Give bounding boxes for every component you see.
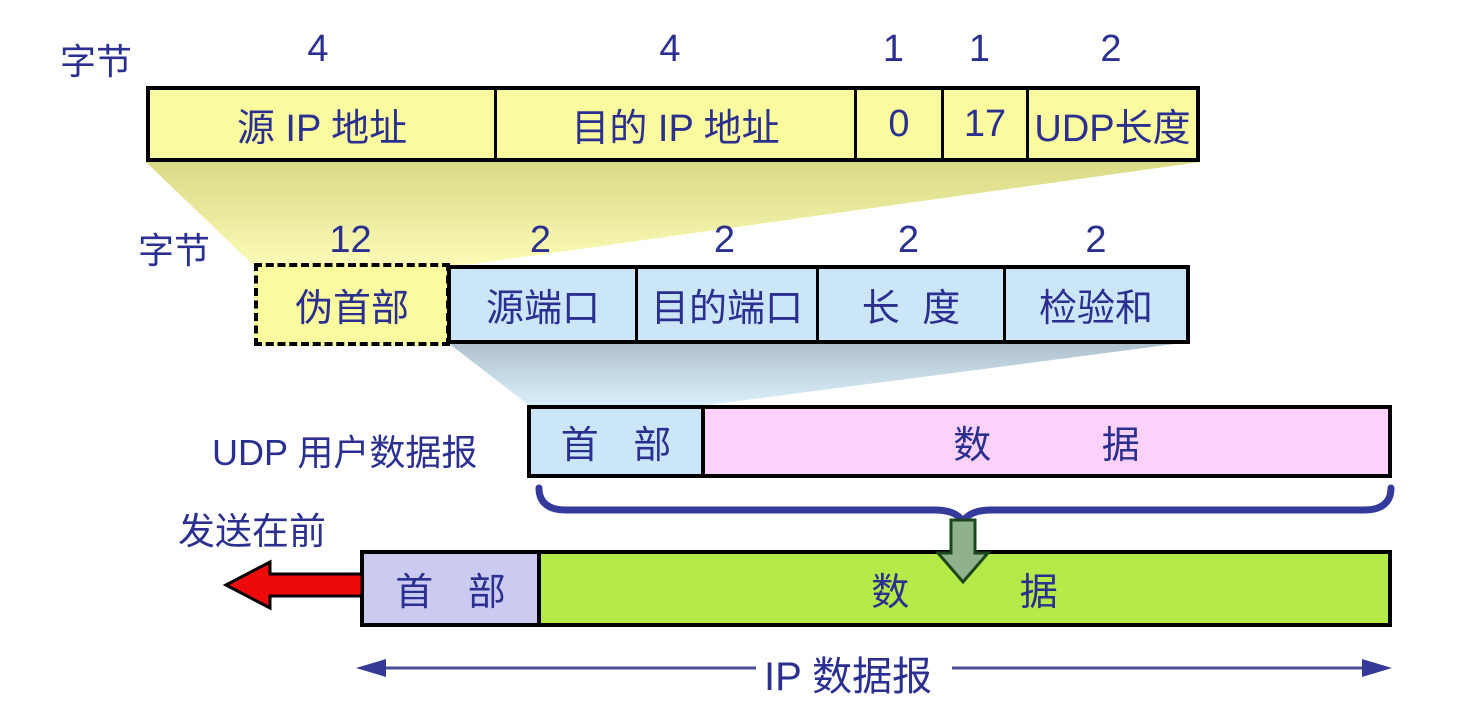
span-arrow-left-head-icon	[356, 659, 386, 677]
field-cell-checksum: 检验和	[1003, 269, 1186, 340]
byte-unit-label-row1: 字节	[60, 41, 133, 82]
byte-count: 2	[897, 219, 920, 261]
field-cell-pseudo-header: 伪首部	[254, 263, 450, 346]
field-cell-udp-length: UDP长度	[1026, 90, 1196, 158]
byte-count: 4	[659, 28, 681, 70]
field-cell-length: 长 度	[816, 269, 1003, 340]
field-cell-dest-ip: 目的 IP 地址	[494, 90, 854, 158]
field-cell-zero: 0	[854, 90, 941, 158]
byte-unit-label-row2: 字节	[138, 230, 211, 271]
field-cell-source-port: 源端口	[451, 269, 635, 340]
byte-count: 4	[307, 28, 329, 70]
ip-header-cell: 首 部	[364, 554, 537, 623]
ip-datagram-span-label: IP 数据报	[764, 655, 933, 699]
udp-datagram-row: 首 部 数 据	[527, 405, 1392, 478]
pseudo-header-fields-row: 源 IP 地址 目的 IP 地址 0 17 UDP长度	[146, 86, 1200, 162]
row1-byte-counts: 4 4 1 1 2	[146, 28, 1200, 71]
field-cell-protocol-17: 17	[941, 90, 1026, 158]
brace-icon	[535, 484, 1395, 527]
byte-count: 12	[329, 219, 372, 261]
send-first-label: 发送在前	[178, 511, 326, 552]
byte-count: 1	[882, 28, 905, 70]
insert-down-arrow-icon	[934, 518, 992, 585]
byte-count: 2	[713, 219, 736, 261]
field-cell-source-ip: 源 IP 地址	[150, 90, 494, 158]
yellow-funnel-shape	[146, 162, 1200, 267]
span-arrow-right-head-icon	[1362, 659, 1392, 677]
byte-count: 2	[1100, 28, 1122, 70]
udp-data-cell: 数 据	[701, 409, 1388, 474]
byte-count: 1	[968, 28, 991, 70]
field-cell-dest-port: 目的端口	[635, 269, 816, 340]
udp-header-cell: 首 部	[531, 409, 701, 474]
send-direction-arrow-icon	[222, 559, 364, 611]
blue-funnel-shape	[447, 342, 1190, 406]
byte-count: 2	[1085, 219, 1107, 261]
udp-header-fields-row: 源端口 目的端口 长 度 检验和	[447, 265, 1190, 344]
udp-datagram-label: UDP 用户数据报	[212, 432, 478, 473]
row2-byte-counts: 12 2 2 2 2	[254, 219, 1190, 262]
byte-count: 2	[529, 219, 552, 261]
